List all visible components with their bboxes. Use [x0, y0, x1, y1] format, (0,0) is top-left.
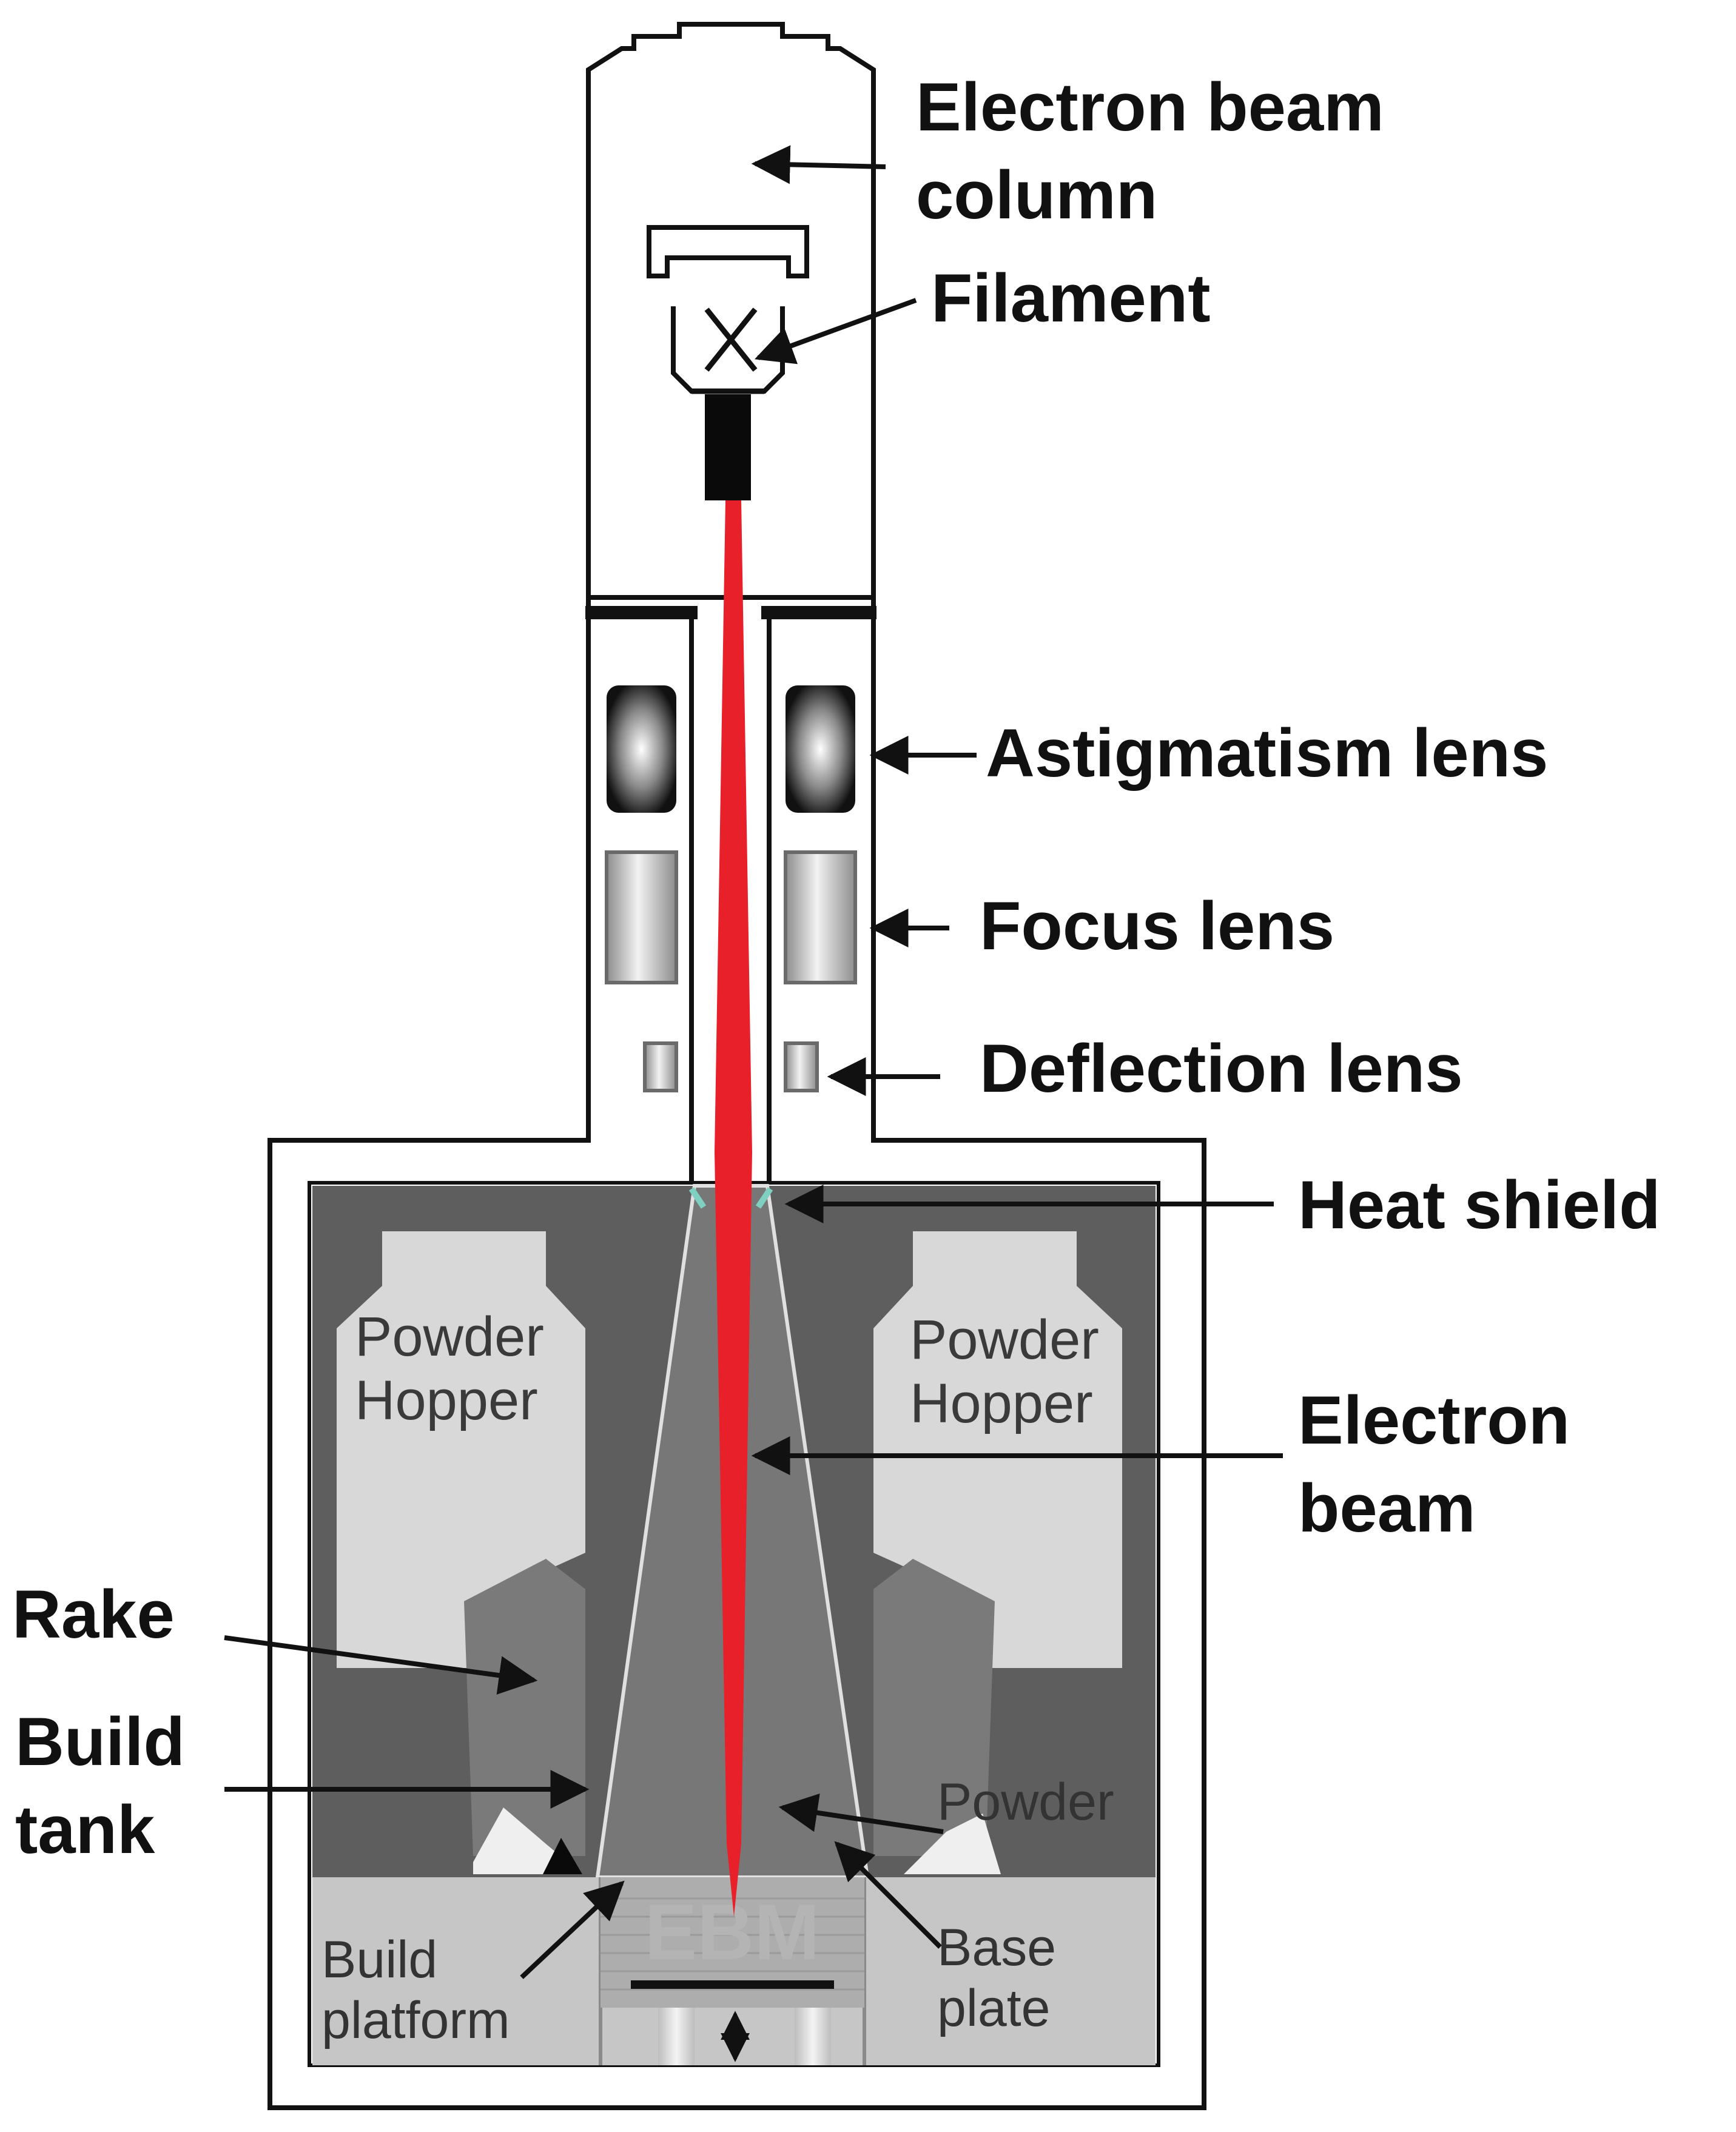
electron-beam-column-housing: [586, 22, 876, 600]
platform-column-left: [658, 2008, 695, 2065]
powder-hopper-right-label-1: Powder: [910, 1309, 1099, 1371]
astigmatism-lens-right: [786, 685, 855, 813]
rake: [543, 1838, 582, 1874]
label-build-platform-2: platform: [321, 1991, 510, 2050]
label-focus-lens: Focus lens: [980, 888, 1334, 964]
label-base-plate-2: plate: [937, 1979, 1051, 2037]
powder-hopper-left: [337, 1231, 585, 1668]
powder-hopper-right-label-2: Hopper: [910, 1373, 1093, 1434]
deflection-lens-left: [643, 1041, 678, 1092]
base-plate: [631, 1980, 834, 1989]
arrow-powder: [778, 1793, 944, 1834]
label-electron-beam-column-1: Electron beam: [916, 69, 1384, 145]
label-electron-beam-1: Electron: [1298, 1382, 1570, 1458]
astigmatism-lens-left: [607, 685, 676, 813]
electron-gun-tip: [705, 394, 751, 500]
heat-shield-rim: [688, 1187, 773, 1209]
arrow-filament: [754, 298, 917, 365]
hopper-wedge-left: [464, 1559, 585, 1856]
label-powder: Powder: [937, 1773, 1114, 1831]
filament-lines: [691, 308, 764, 394]
powder-hopper-left-label-2: Hopper: [355, 1370, 538, 1431]
hopper-wedge-right: [873, 1559, 995, 1856]
drift-tube: [689, 619, 772, 1183]
label-electron-beam-column-2: column: [916, 157, 1157, 233]
label-heat-shield: Heat shield: [1298, 1167, 1661, 1243]
powder-hopper-left-label-1: Powder: [355, 1306, 544, 1368]
ebm-mark: EBM: [645, 1888, 820, 1976]
chamber-inner-outline: [308, 1181, 1160, 2067]
lower-column-outer: [267, 597, 1206, 2110]
label-build-tank-2: tank: [15, 1792, 155, 1868]
deflection-lens-right: [784, 1041, 819, 1092]
powder-spill-right: [904, 1814, 1001, 1874]
arrow-build-platform: [520, 1880, 625, 1979]
label-base-plate-1: Base: [937, 1918, 1056, 1977]
arrow-electron-beam-column: [751, 145, 886, 184]
label-astigmatism-lens: Astigmatism lens: [986, 715, 1548, 791]
label-build-tank-1: Build: [15, 1704, 185, 1780]
label-electron-beam-2: beam: [1298, 1470, 1476, 1546]
powder-hopper-right: [873, 1231, 1122, 1668]
platform-column-right: [795, 2008, 831, 2065]
label-deflection-lens: Deflection lens: [980, 1031, 1463, 1106]
label-build-platform-1: Build: [321, 1931, 437, 1989]
arrow-base-plate: [834, 1841, 942, 1949]
label-rake: Rake: [12, 1576, 175, 1652]
focus-lens-left: [605, 850, 678, 984]
arrow-rake: [224, 1635, 538, 1695]
focus-lens-right: [784, 850, 857, 984]
electron-beam: [715, 500, 752, 1917]
label-filament: Filament: [931, 260, 1211, 336]
